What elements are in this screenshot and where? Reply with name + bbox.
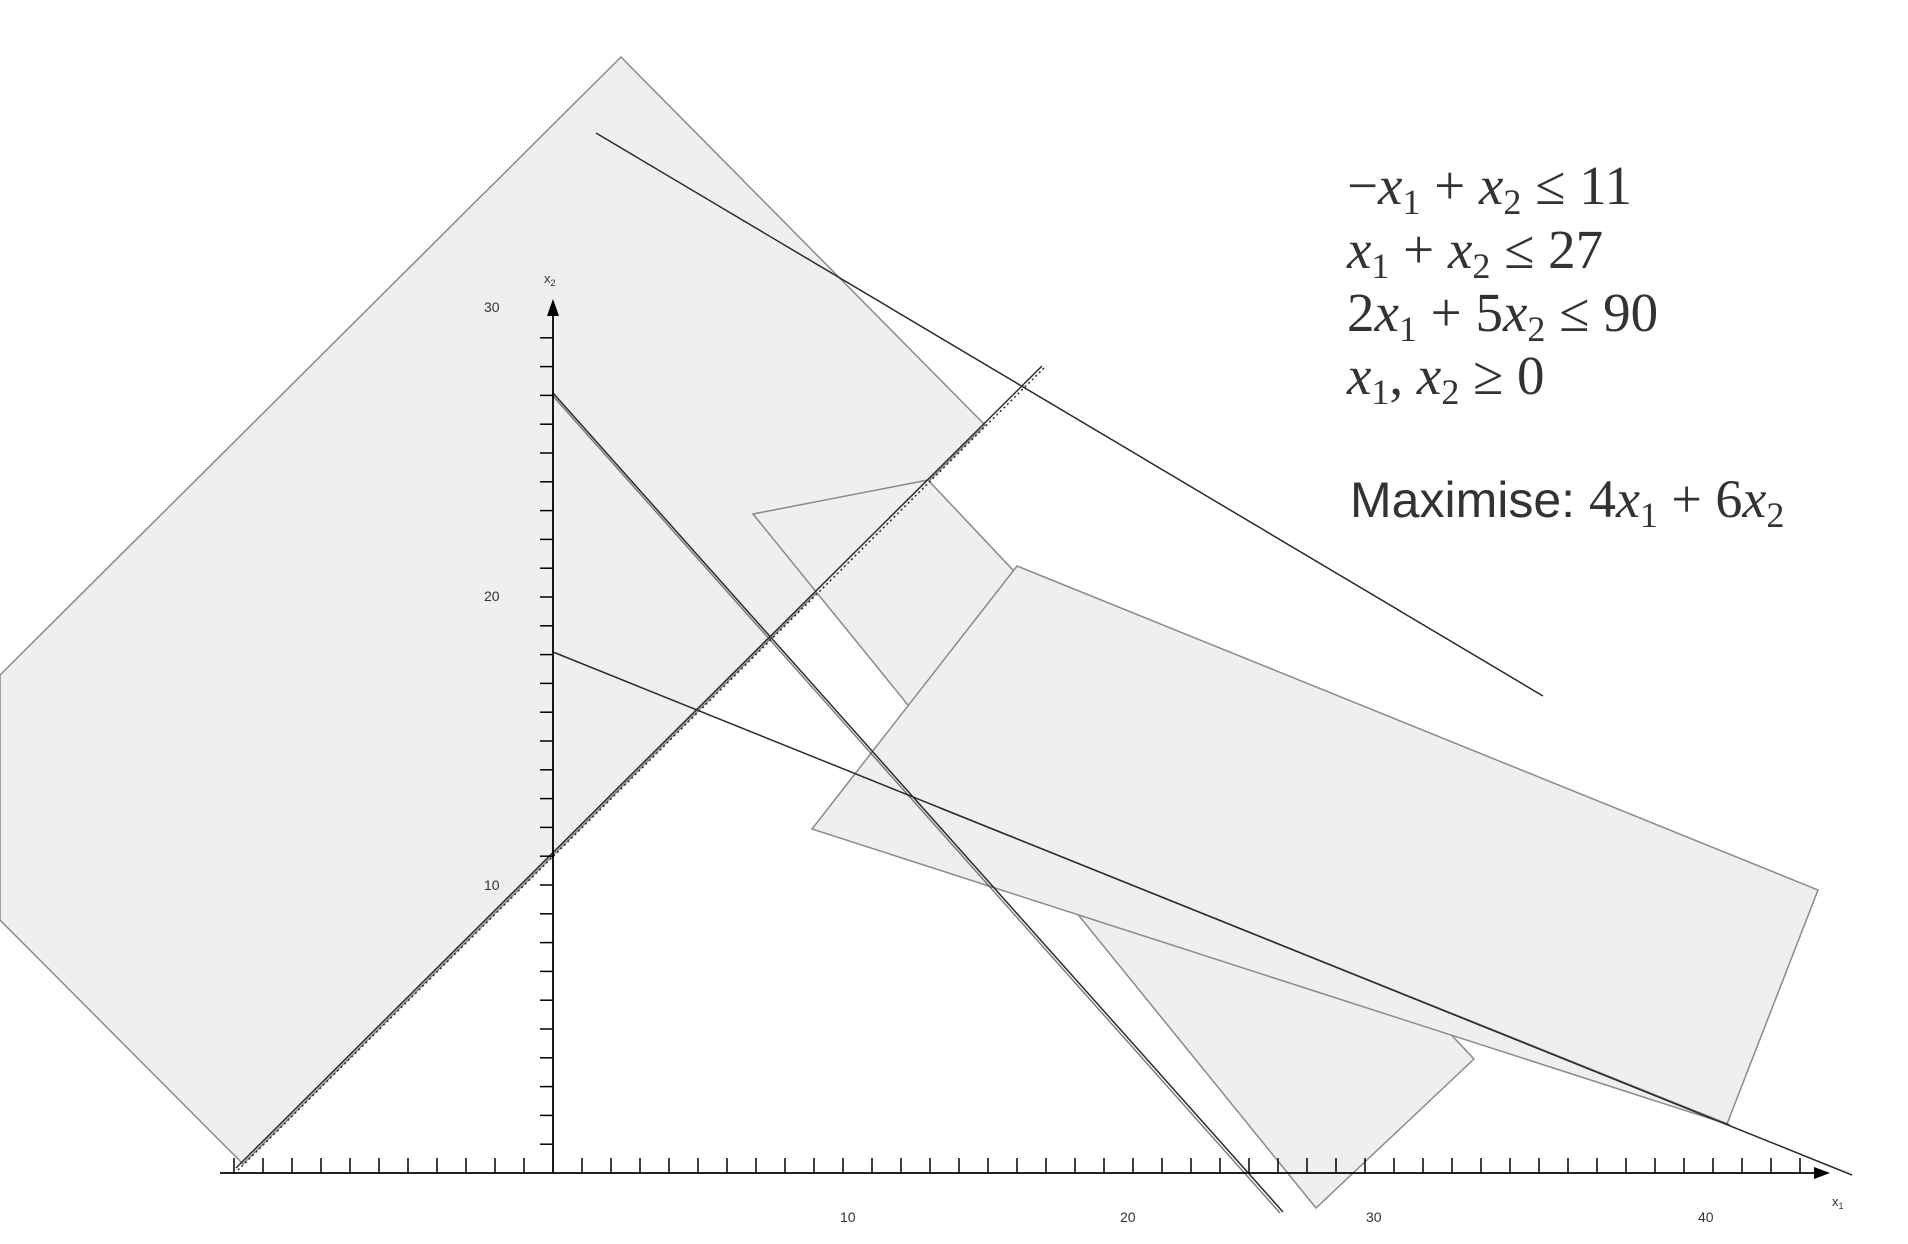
- y-axis-label: x2: [544, 271, 556, 288]
- line-objective-contour: [595, 132, 1544, 697]
- constraint-3-rhs: 90: [1603, 282, 1659, 343]
- objective-expression: 4x1 + 6x2: [1588, 469, 1785, 535]
- constraint-3-text: 2x1 + 5x2 ≤ 90: [1347, 282, 1659, 349]
- objective-text: Maximise: 4x1 + 6x2: [1350, 468, 1785, 535]
- constraint-1-rhs: 11: [1579, 155, 1633, 216]
- x-axis-label: x1: [1832, 1194, 1844, 1211]
- nonnegativity-rhs: 0: [1517, 345, 1545, 406]
- band-constraint-1: [0, 55, 987, 1166]
- line-constraint-2: [552, 392, 1284, 1213]
- line-constraint-3-b: [939, 807, 1731, 1126]
- y-tick-label-20: 20: [484, 588, 500, 604]
- x-tick-label-10: 10: [840, 1209, 856, 1225]
- constraint-2-text: x1 + x2 ≤ 27: [1347, 219, 1604, 286]
- line-constraint-2-b: [552, 395, 1281, 1214]
- x-axis-arrowhead: [1814, 1167, 1830, 1179]
- constraint-2-rhs: 27: [1548, 219, 1604, 280]
- objective-label: Maximise:: [1350, 472, 1576, 528]
- y-tick-label-30: 30: [484, 299, 500, 315]
- constraint-1-text: −x1 + x2 ≤ 11: [1347, 155, 1633, 222]
- y-axis-arrowhead: [547, 299, 559, 316]
- nonnegativity-text: x1, x2 ≥ 0: [1347, 345, 1545, 412]
- x-tick-label-20: 20: [1120, 1209, 1136, 1225]
- x-tick-label-30: 30: [1366, 1209, 1382, 1225]
- y-tick-label-10: 10: [484, 877, 500, 893]
- x-tick-label-40: 40: [1698, 1209, 1714, 1225]
- line-constraint-1: [235, 365, 1043, 1169]
